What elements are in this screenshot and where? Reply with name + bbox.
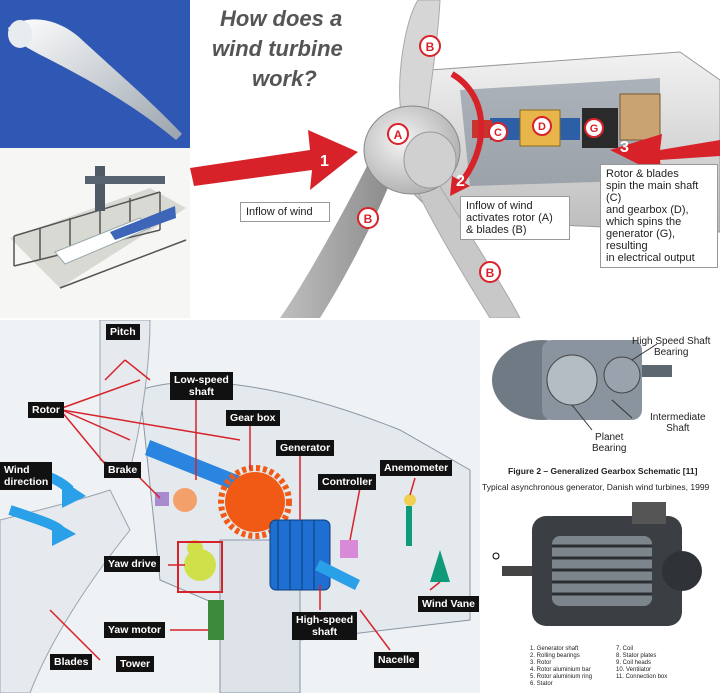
legend-right-4: 10. Ventilator (616, 667, 652, 673)
part-marker-c (488, 122, 508, 142)
blade-factory-panel (0, 148, 190, 318)
rotor-blades-line-5: generator (G), resulting (606, 228, 676, 252)
gearbox-figure-panel: High Speed Shaft Bearing Intermediate Sh… (482, 320, 720, 480)
blade-render-panel (0, 0, 190, 148)
activates-line-3: & blades (B) (466, 224, 527, 236)
title-line-3: work? (252, 66, 317, 91)
part-label-b-right: B (486, 266, 495, 280)
label-intermediate-shaft: Intermediate Shaft (650, 412, 706, 434)
step-3-number: 3 (620, 139, 629, 156)
part-marker-g (584, 118, 604, 138)
hs-bearing-line-1: High Speed Shaft (632, 336, 711, 347)
label-hs-shaft-bearing: High Speed Shaft Bearing (632, 336, 710, 358)
label-anemometer: Anemometer (380, 460, 453, 476)
legend-right-3: 9. Coil heads (616, 660, 652, 666)
hs-bearing-line-2: Bearing (653, 347, 689, 358)
activates-line-1: Inflow of wind (466, 200, 533, 212)
part-marker-b-top (419, 35, 441, 57)
label-planet-bearing: Planet Bearing (592, 432, 626, 454)
label-wind-direction: Wind direction (0, 462, 53, 490)
part-marker-b-left (357, 207, 379, 229)
planet-line-1: Planet (595, 432, 624, 443)
gearbox-schematic-image (492, 340, 672, 431)
activates-callout: Inflow of wind activates rotor (A) & bla… (460, 196, 570, 240)
low-speed-line-1: Low-speed (174, 374, 229, 386)
turbine-blade-image (8, 19, 182, 140)
gearbox-caption: Figure 2 – Generalized Gearbox Schematic… (508, 466, 698, 476)
label-rotor: Rotor (28, 402, 64, 418)
label-brake: Brake (104, 462, 142, 478)
rotor-blades-line-3: and gearbox (D), (606, 204, 689, 216)
intermediate-line-1: Intermediate (650, 412, 706, 423)
legend-left-2: 2. Rolling bearings (530, 653, 580, 659)
label-tower: Tower (116, 656, 155, 672)
legend-right-2: 8. Stator plates (616, 653, 657, 659)
part-marker-a (387, 123, 409, 145)
part-label-c: C (494, 127, 502, 139)
label-low-speed-shaft: Low-speed shaft (170, 372, 233, 400)
wind-direction-line-2: direction (4, 476, 49, 488)
legend-right-1: 7. Coil (616, 646, 634, 652)
part-label-b-left: B (364, 212, 373, 226)
legend-left-1: 1. Generator shaft (530, 646, 579, 652)
part-marker-b-right (479, 261, 501, 283)
component-diagram (0, 320, 471, 693)
component-diagram-panel: Pitch Low-speed shaft Gear box Rotor Gen… (0, 320, 480, 693)
label-nacelle: Nacelle (374, 652, 419, 668)
part-label-b-top: B (426, 40, 435, 54)
part-marker-d (532, 116, 552, 136)
legend-left-3: 3. Rotor (530, 660, 552, 666)
rotor-blades-line-2: spin the main shaft (C) (606, 180, 699, 204)
wind-direction-line-1: Wind (4, 464, 30, 476)
low-speed-line-2: shaft (188, 386, 214, 398)
planet-line-2: Bearing (592, 443, 627, 454)
part-label-a: A (394, 128, 403, 142)
label-yaw-motor: Yaw motor (104, 622, 166, 638)
generator-image (492, 502, 702, 626)
blade-factory-image (10, 166, 187, 289)
title-line-2: wind turbine (212, 36, 343, 61)
legend-left-4: 4. Rotor aluminium bar (530, 667, 591, 673)
generator-legend-left: 1. Generator shaft 2. Rolling bearings 3… (530, 646, 592, 688)
label-generator: Generator (276, 440, 335, 456)
step-2-number: 2 (456, 173, 465, 190)
legend-right-5: 11. Connection box (616, 674, 668, 680)
part-label-g: G (590, 123, 599, 135)
generator-legend-right: 7. Coil 8. Stator plates 9. Coil heads 1… (616, 646, 667, 681)
rotor-blades-callout: Rotor & blades spin the main shaft (C) a… (600, 164, 718, 268)
legend-left-6: 6. Stator (530, 681, 553, 687)
label-pitch: Pitch (106, 324, 140, 340)
step-1-number: 1 (320, 153, 329, 170)
activates-line-2: activates rotor (A) (466, 212, 553, 224)
legend-left-5: 5. Rotor aluminium ring (530, 674, 593, 680)
title-line-1: How does a (220, 6, 342, 31)
generator-figure-panel: Typical asynchronous generator, Danish w… (482, 480, 720, 693)
label-wind-vane: Wind Vane (418, 596, 479, 612)
rotor-blades-line-1: Rotor & blades (606, 168, 679, 180)
label-gear-box: Gear box (226, 410, 280, 426)
label-yaw-drive: Yaw drive (104, 556, 161, 572)
high-speed-line-2: shaft (312, 626, 338, 638)
label-controller: Controller (318, 474, 377, 490)
part-label-d: D (538, 121, 546, 133)
turbine-illustration: B A B B C D G 1 2 3 How does a wind turb… (190, 0, 720, 318)
rotor-blades-line-6: in electrical output (606, 252, 695, 264)
inflow-callout: Inflow of wind (240, 202, 330, 222)
generator-caption: Typical asynchronous generator, Danish w… (482, 482, 710, 492)
high-speed-line-1: High-speed (296, 614, 354, 626)
rotor-blades-line-4: which spins the (606, 216, 682, 228)
inflow-text: Inflow of wind (246, 206, 313, 218)
intermediate-line-2: Shaft (666, 423, 690, 434)
label-high-speed-shaft: High-speed shaft (292, 612, 358, 640)
turbine-explainer-panel: B A B B C D G 1 2 3 How does a wind turb… (190, 0, 720, 318)
label-blades: Blades (50, 654, 93, 670)
